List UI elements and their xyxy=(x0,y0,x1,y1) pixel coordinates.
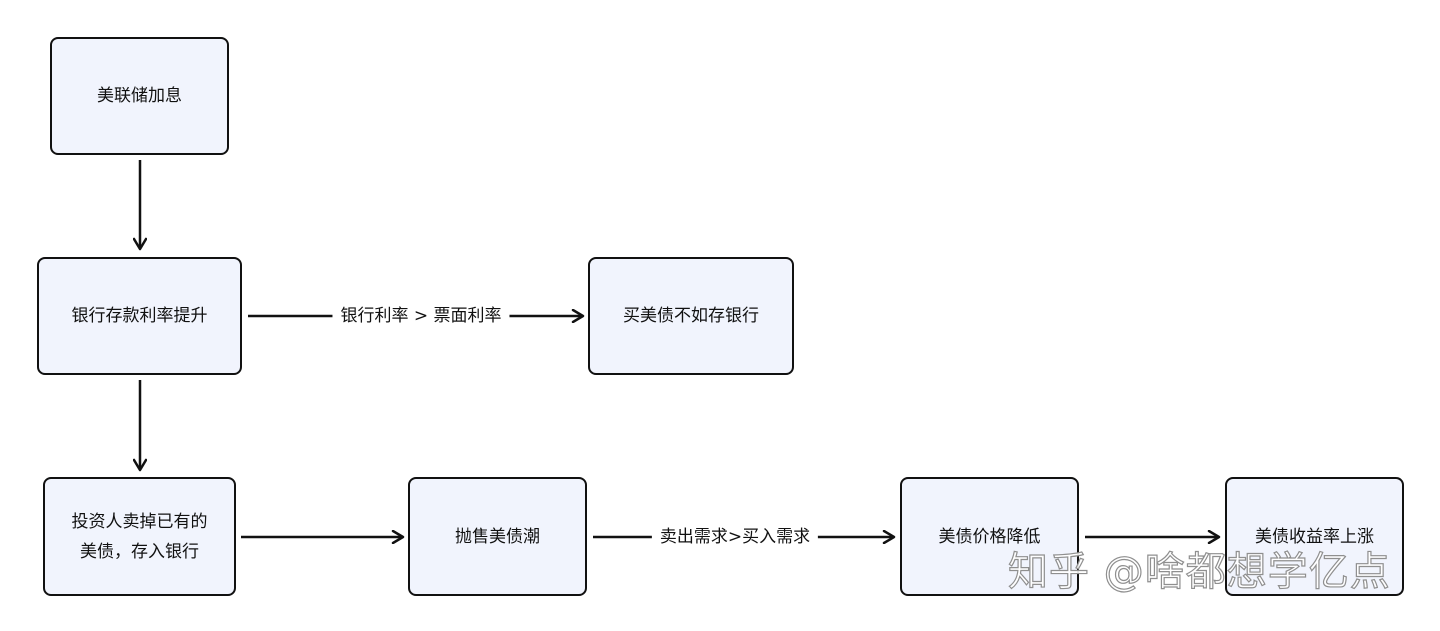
node-fed-rate-hike: 美联储加息 xyxy=(50,37,229,155)
edge-label-bank-vs-coupon: 银行利率 > 票面利率 xyxy=(332,305,510,327)
node-investors-sell: 投资人卖掉已有的 美债，存入银行 xyxy=(43,477,236,596)
node-bank-rate-up: 银行存款利率提升 xyxy=(37,257,242,375)
edge-label-supply-vs-demand: 卖出需求>买入需求 xyxy=(651,526,819,548)
node-selloff: 抛售美债潮 xyxy=(408,477,587,596)
node-yield-rise: 美债收益率上涨 xyxy=(1225,477,1404,596)
node-bonds-worse-than-bank: 买美债不如存银行 xyxy=(588,257,794,375)
node-price-drop: 美债价格降低 xyxy=(900,477,1079,596)
zhihu-watermark: 知乎 @啥都想学亿点 xyxy=(1007,548,1391,595)
